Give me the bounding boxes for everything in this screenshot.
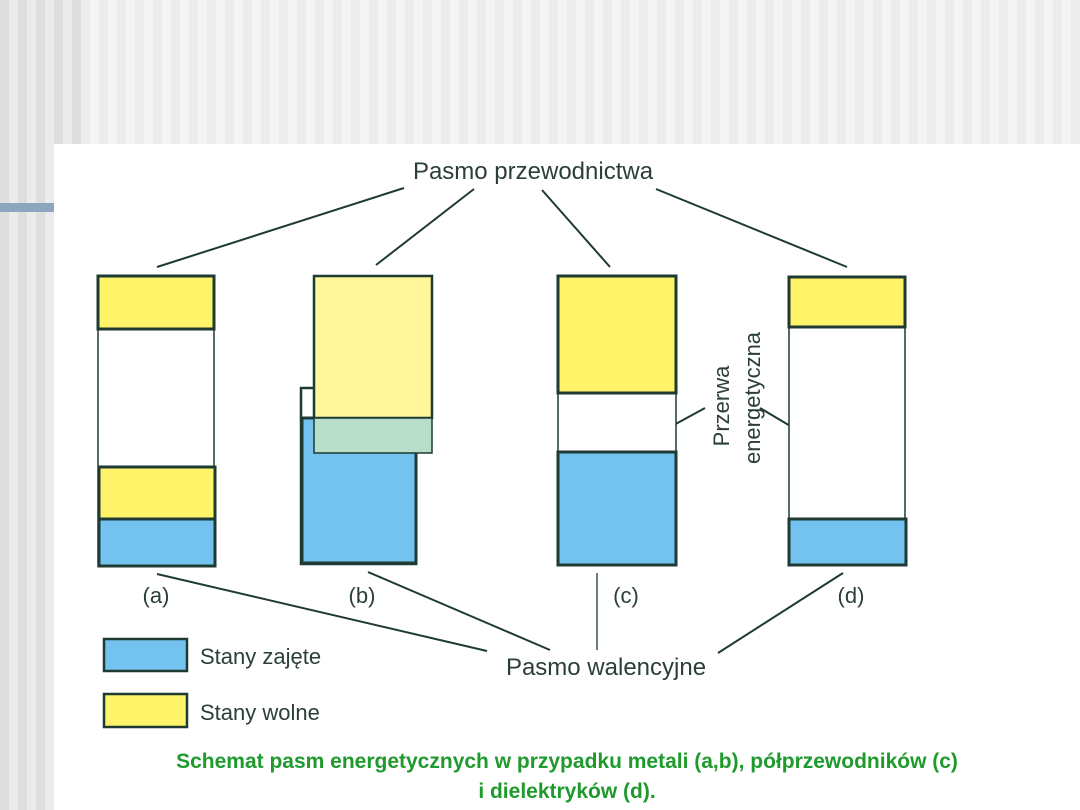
panel-b-conduction-band	[312, 274, 434, 420]
panel-b-overlap-region	[313, 417, 433, 454]
legend-label-free: Stany wolne	[200, 700, 320, 725]
connector-conduction-d	[655, 188, 848, 268]
connector-gap-c	[671, 407, 706, 427]
panel-d	[787, 275, 908, 567]
panel-a	[96, 274, 217, 568]
energy-gap-label-line2: energetyczna	[740, 331, 765, 464]
energy-gap-label-line1: Przerwa	[709, 365, 734, 446]
panel-a-partial-band-occupied	[97, 517, 217, 568]
panel-a-label: (a)	[143, 583, 170, 608]
panel-c-valence-band	[556, 450, 678, 567]
legend-swatch-free	[102, 692, 189, 729]
panel-a-partial-band-free	[97, 465, 217, 521]
panel-d-valence-band	[787, 517, 908, 567]
connector-conduction-b	[375, 188, 475, 266]
legend-swatch-occupied	[102, 637, 189, 673]
legend-label-occupied: Stany zajęte	[200, 644, 321, 669]
conduction-band-label: Pasmo przewodnictwa	[413, 158, 654, 185]
panel-c-conduction-band	[556, 274, 678, 395]
caption-line-1: Schemat pasm energetycznych w przypadku …	[176, 750, 958, 773]
connector-conduction-c	[541, 189, 611, 268]
panel-c-label: (c)	[613, 583, 639, 608]
connector-valence-b	[367, 571, 551, 651]
caption-line-2: i dielektryków (d).	[478, 780, 656, 803]
panel-a-conduction-band	[96, 274, 216, 331]
slide-accent-bar	[0, 203, 54, 212]
legend: Stany zajęte Stany wolne	[102, 637, 321, 729]
valence-band-label: Pasmo walencyjne	[506, 654, 706, 681]
connector-conduction-a	[156, 187, 405, 268]
connector-valence-a	[156, 573, 488, 652]
panel-b	[299, 274, 434, 566]
panel-d-conduction-band	[787, 275, 907, 329]
panel-b-label: (b)	[349, 583, 376, 608]
connector-valence-d	[717, 572, 844, 654]
panel-d-label: (d)	[838, 583, 865, 608]
panel-c	[556, 274, 678, 567]
